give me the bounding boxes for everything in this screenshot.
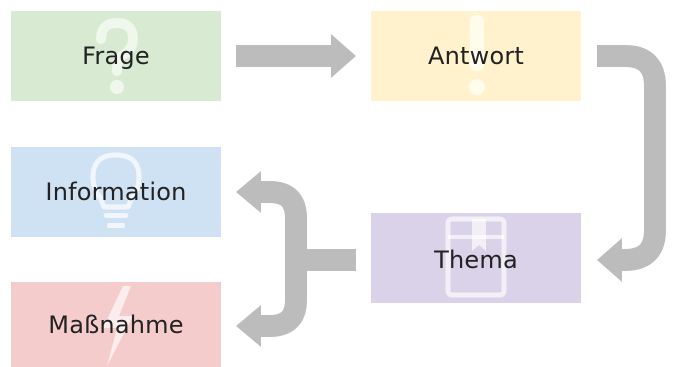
question-mark-icon xyxy=(96,17,139,94)
lightning-icon xyxy=(103,286,133,366)
arrow-thema-to-information-and-massnahme xyxy=(236,171,356,347)
node-frage: Frage xyxy=(11,11,221,101)
node-label-massnahme: Maßnahme xyxy=(48,310,184,339)
node-label-information: Information xyxy=(45,178,187,206)
node-label-thema: Thema xyxy=(434,246,518,274)
bookmark-book-icon xyxy=(445,216,507,298)
node-label-antwort: Antwort xyxy=(427,42,525,70)
arrow-antwort-to-thema xyxy=(597,45,666,282)
node-information: Information xyxy=(11,147,221,237)
node-label-frage: Frage xyxy=(82,42,150,70)
node-antwort: Antwort xyxy=(371,11,581,101)
lightbulb-icon xyxy=(90,152,142,228)
node-thema: Thema xyxy=(371,213,581,303)
arrow-frage-to-antwort xyxy=(236,34,356,78)
node-massnahme: Maßnahme xyxy=(11,282,221,367)
exclamation-mark-icon xyxy=(469,15,485,95)
